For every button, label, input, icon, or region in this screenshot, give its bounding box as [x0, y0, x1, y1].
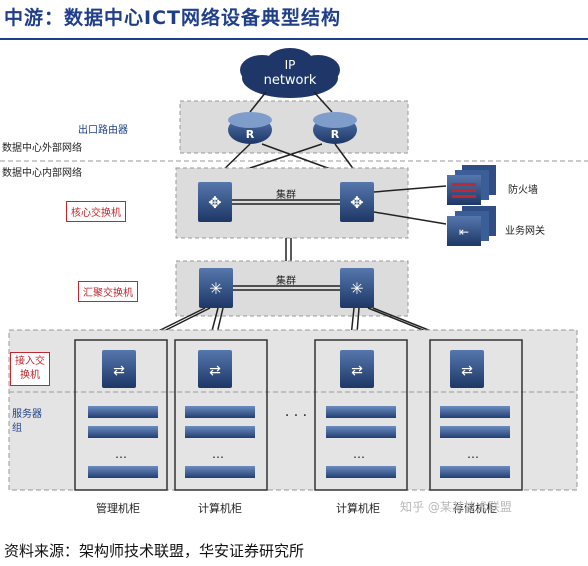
rack-3-name: 计算机柜: [336, 502, 380, 515]
exit-router-panel: [179, 100, 409, 154]
agg-switch-right-icon: ✳: [340, 268, 374, 308]
svg-text:⇄: ⇄: [113, 363, 125, 379]
rack-ellipsis: · · ·: [285, 408, 307, 424]
firewall-label: 防火墙: [508, 185, 538, 196]
watermark: 知乎 @某某技术联盟: [400, 500, 512, 514]
firewall-icon: [447, 165, 496, 205]
cloud-line2: network: [264, 73, 317, 88]
svg-text:✳: ✳: [209, 279, 222, 298]
cluster-mid-label: 集群: [276, 276, 296, 287]
svg-text:…: …: [115, 447, 127, 461]
rack-2-name: 计算机柜: [198, 502, 242, 515]
page-title: 中游：数据中心ICT网络设备典型结构: [4, 7, 341, 29]
access-switch-label-line2: 换机: [20, 370, 40, 381]
svg-text:…: …: [212, 447, 224, 461]
business-gateway-label: 业务网关: [505, 226, 545, 237]
ip-network-cloud: IP network: [240, 48, 340, 98]
server-group-label-line2: 组: [12, 423, 22, 434]
svg-text:✥: ✥: [208, 193, 221, 212]
cloud-line1: IP: [285, 58, 296, 72]
router-right-letter: R: [331, 128, 340, 141]
rack-4: ⇄ …: [429, 339, 523, 491]
exit-router-label: 出口路由器: [78, 125, 128, 136]
svg-text:⇄: ⇄: [351, 363, 363, 379]
svg-text:✳: ✳: [350, 279, 363, 298]
router-left-letter: R: [246, 128, 255, 141]
core-switch-label: 核心交换机: [66, 201, 126, 222]
agg-switch-label: 汇聚交换机: [78, 281, 138, 302]
rack-2: ⇄ …: [174, 339, 268, 491]
rack-3: ⇄ …: [314, 339, 408, 491]
svg-text:⇄: ⇄: [209, 363, 221, 379]
router-right-icon: R: [313, 112, 357, 144]
source-note: 资料来源：架构师技术联盟，华安证券研究所: [4, 542, 305, 560]
title-divider: [0, 38, 588, 40]
outside-network-label: 数据中心外部网络: [2, 143, 82, 154]
router-left-icon: R: [228, 112, 272, 144]
agg-switch-left-icon: ✳: [199, 268, 233, 308]
rack-1: ⇄ …: [74, 339, 168, 491]
business-gateway-icon: ⇤: [447, 206, 496, 246]
svg-text:⇤: ⇤: [459, 225, 469, 239]
access-switch-label-line1: 接入交: [15, 356, 45, 367]
rack-1-name: 管理机柜: [96, 502, 140, 515]
cluster-top-label: 集群: [276, 190, 296, 201]
core-switch-left-icon: ✥: [198, 182, 232, 222]
svg-text:…: …: [353, 447, 365, 461]
svg-text:✥: ✥: [350, 193, 363, 212]
server-group-label-line1: 服务器: [12, 409, 42, 420]
svg-text:⇄: ⇄: [461, 363, 473, 379]
server-group-label: 服务器 组: [12, 408, 42, 436]
svg-text:…: …: [467, 447, 479, 461]
rack-4-name: 存储机柜: [453, 502, 497, 515]
access-switch-label: 接入交 换机: [10, 352, 50, 386]
core-switch-right-icon: ✥: [340, 182, 374, 222]
inside-network-label: 数据中心内部网络: [2, 168, 82, 179]
